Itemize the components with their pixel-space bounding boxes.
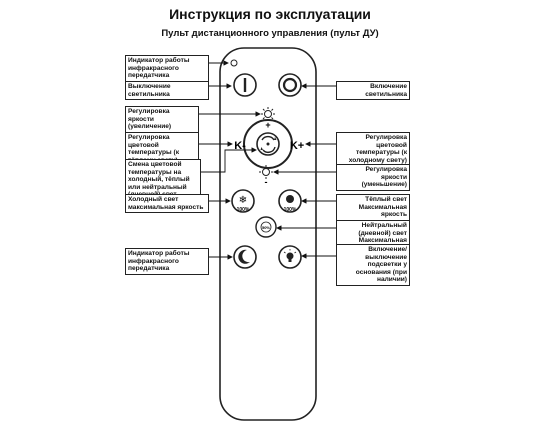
power-on-button[interactable] bbox=[278, 73, 302, 97]
brightness-up-icon[interactable] bbox=[261, 107, 275, 121]
cold-percent: 100% bbox=[237, 207, 250, 213]
label-brightness-up: Регулировка яркости (увеличение) bbox=[125, 106, 199, 133]
cold-max-button[interactable]: ❄ bbox=[231, 189, 255, 213]
power-off-button[interactable] bbox=[233, 73, 257, 97]
backlight-button[interactable] bbox=[278, 245, 302, 269]
label-warm-max: Тёплый свет Максимальная яркость bbox=[336, 194, 410, 221]
page-title: Инструкция по эксплуатации bbox=[169, 6, 371, 22]
page-subtitle: Пульт дистанционного управления (пульт Д… bbox=[161, 28, 379, 39]
ir-indicator-icon bbox=[230, 59, 238, 67]
neutral-max-button[interactable] bbox=[255, 216, 277, 238]
warm-max-button[interactable] bbox=[278, 189, 302, 213]
k-plus-button[interactable]: K+ bbox=[290, 140, 304, 152]
label-brightness-down: Регулировка яркости (уменьшение) bbox=[336, 164, 410, 191]
label-color-cycle: Смена цветовой температуры на холодный, … bbox=[125, 159, 201, 201]
label-power-off: Выключение светильника bbox=[125, 81, 209, 101]
night-mode-button[interactable] bbox=[233, 245, 257, 269]
callout-lines bbox=[198, 60, 336, 260]
color-cycle-button[interactable] bbox=[256, 132, 280, 156]
label-ir-indicator-top: Индикатор работы инфракрасного передатчи… bbox=[125, 55, 209, 82]
label-backlight: Включение/выключение подсветки у основан… bbox=[336, 244, 410, 286]
neutral-percent: 50% bbox=[262, 225, 270, 230]
label-color-cool: Регулировка цветовой температуры (к холо… bbox=[336, 132, 410, 167]
svg-text:❄: ❄ bbox=[239, 195, 247, 206]
brightness-down-icon[interactable] bbox=[259, 165, 273, 179]
label-night-indicator: Индикатор работы инфракрасного передатчи… bbox=[125, 248, 209, 275]
k-minus-button[interactable]: K- bbox=[234, 140, 246, 152]
plus-sign: + bbox=[265, 120, 270, 130]
warm-percent: 100% bbox=[284, 207, 297, 213]
label-cold-max: Холодный свет максимальная яркость bbox=[125, 194, 209, 214]
label-power-on: Включение светильника bbox=[336, 81, 410, 101]
control-ring bbox=[243, 119, 293, 169]
minus-sign: - bbox=[265, 177, 268, 187]
